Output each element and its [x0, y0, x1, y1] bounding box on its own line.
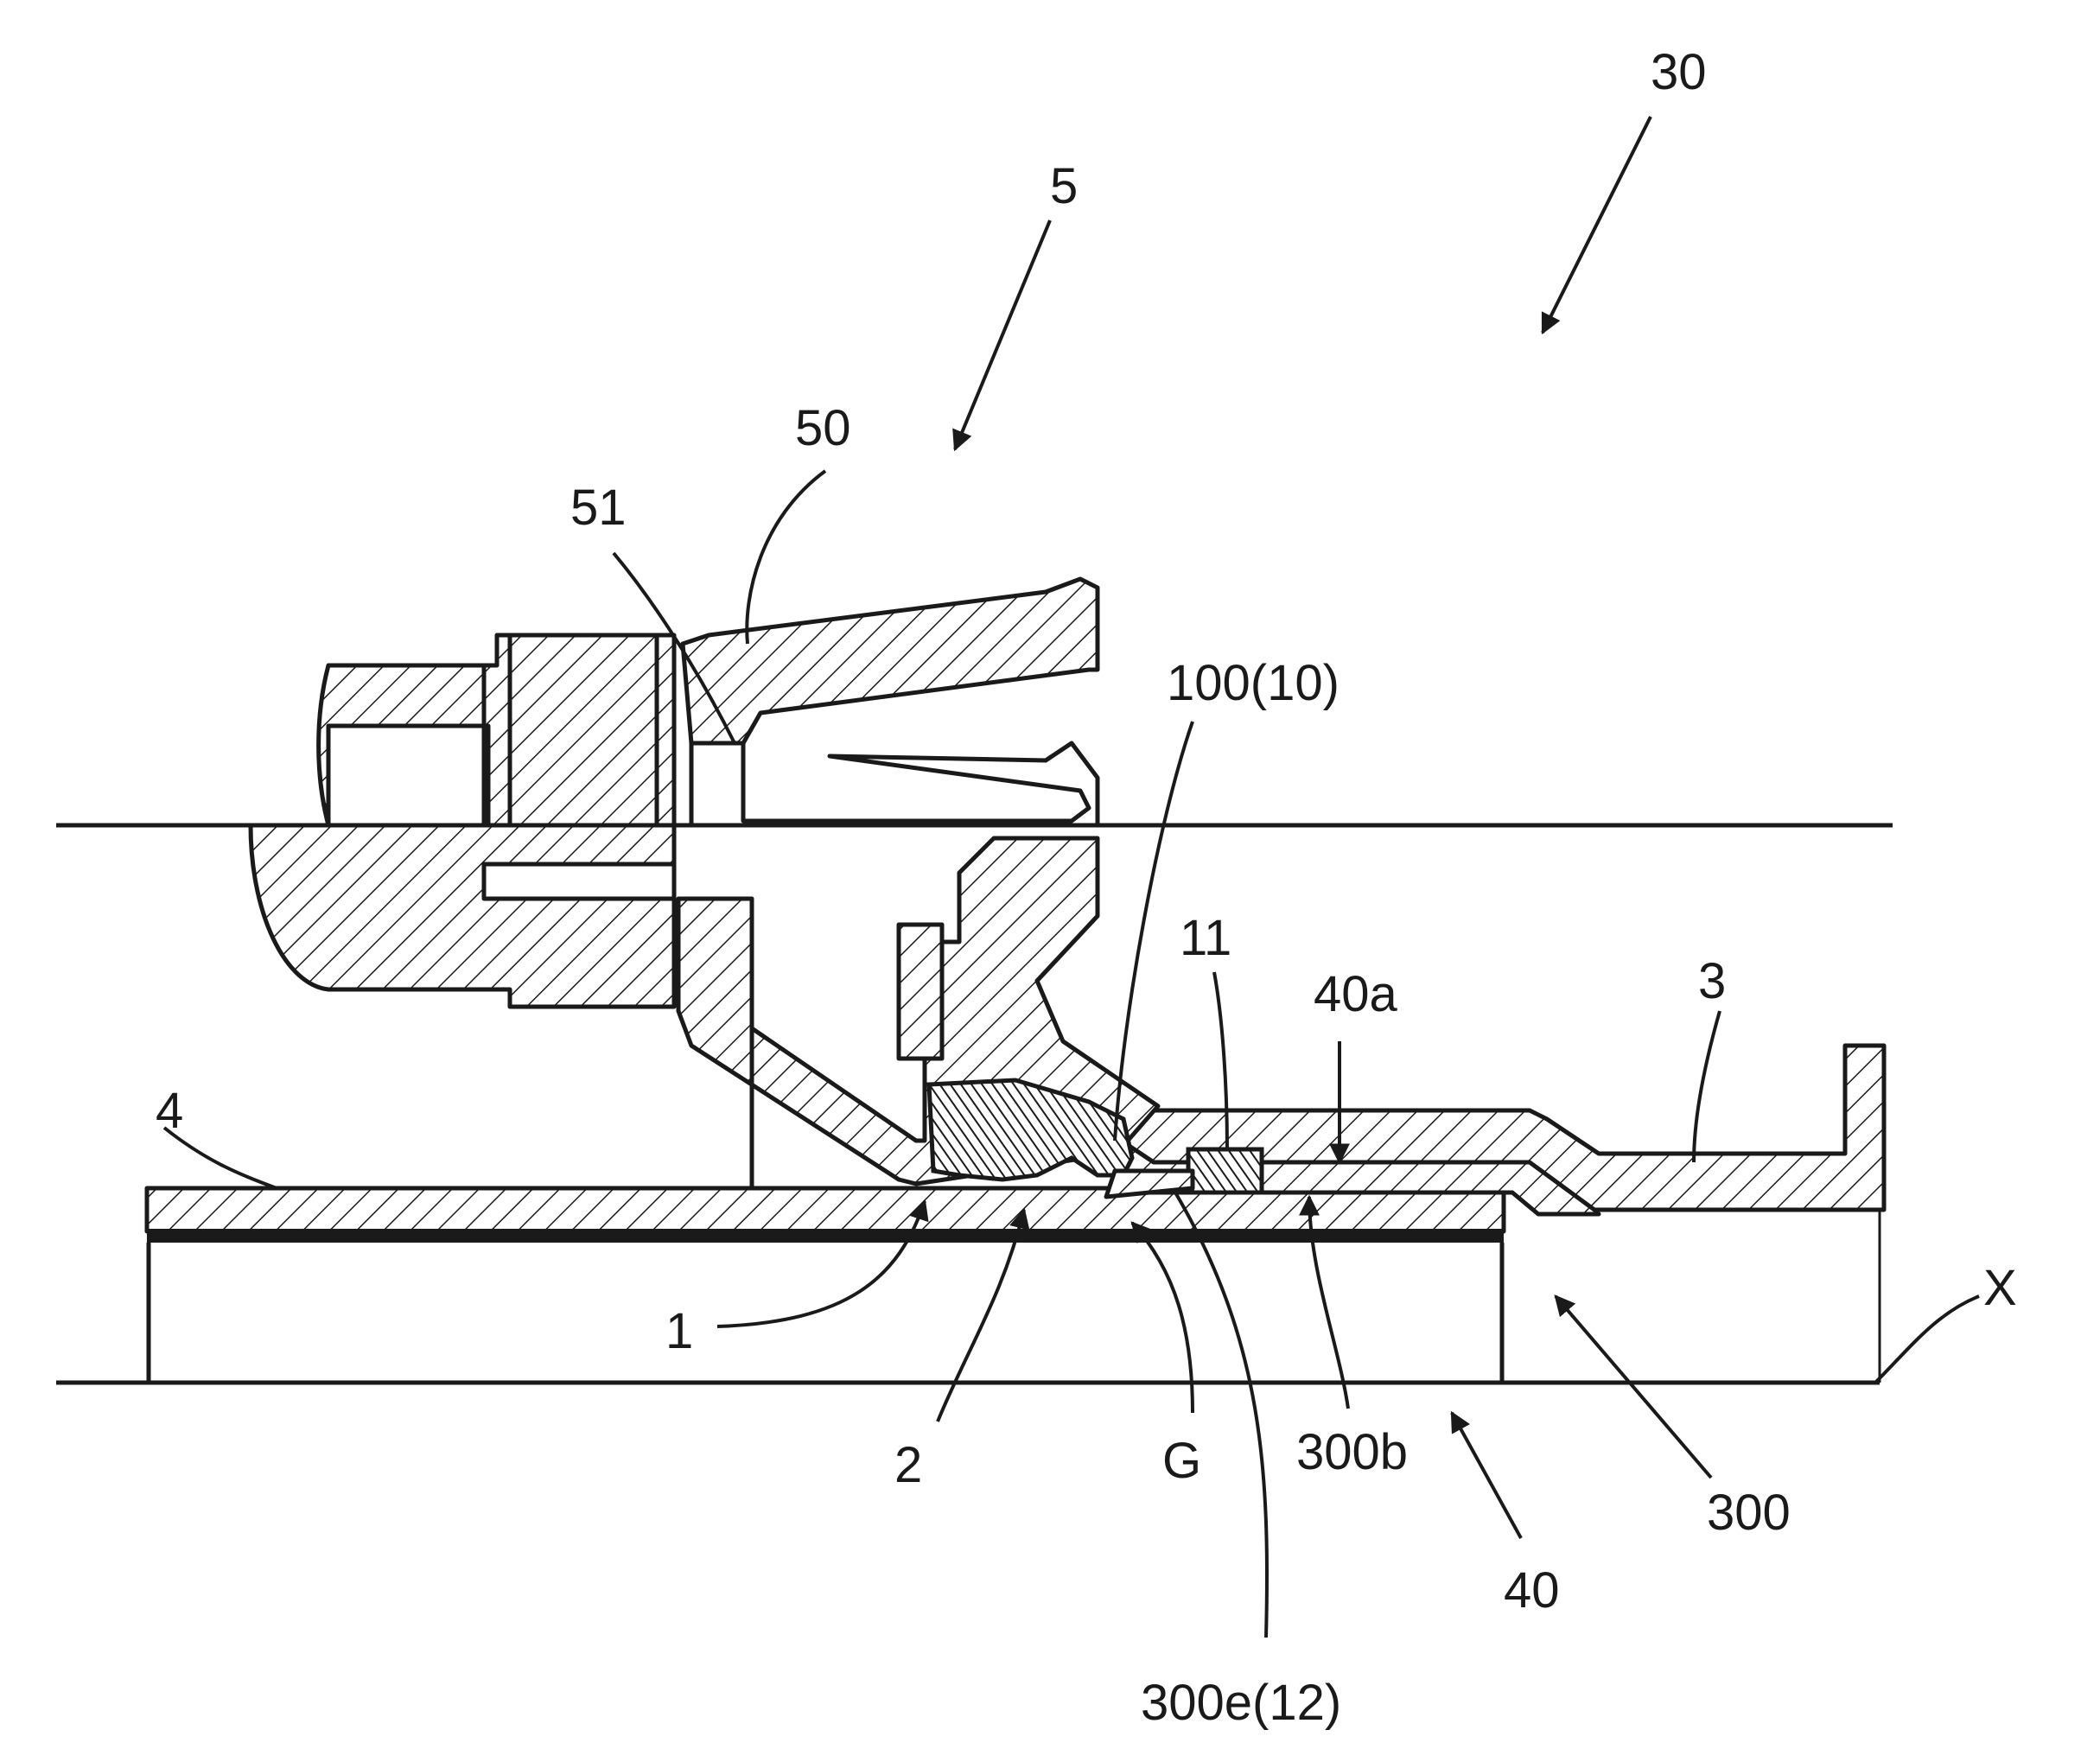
- leader-5: [955, 220, 1050, 449]
- label-40a: 40a: [1314, 966, 1398, 1022]
- label-3: 3: [1698, 953, 1726, 1009]
- label-300e-12: 300e(12): [1141, 1675, 1341, 1731]
- insert-11: [1188, 1149, 1262, 1192]
- leader-300: [1556, 1296, 1711, 1478]
- leader-X: [1875, 1296, 1979, 1383]
- nut-5: [251, 635, 674, 1007]
- leader-40: [1452, 1413, 1521, 1538]
- label-300: 300: [1707, 1485, 1791, 1541]
- ring-50: [683, 579, 1098, 743]
- label-50: 50: [795, 400, 851, 456]
- label-40: 40: [1504, 1562, 1560, 1619]
- label-2: 2: [894, 1437, 922, 1493]
- ring-51: [691, 743, 1098, 825]
- label-51: 51: [570, 480, 627, 536]
- label-G: G: [1162, 1433, 1201, 1489]
- label-4: 4: [156, 1083, 183, 1139]
- label-X: X: [1983, 1260, 2017, 1316]
- leader-3: [1694, 1011, 1720, 1162]
- label-5: 5: [1050, 158, 1078, 214]
- ferrule-inner: [899, 925, 942, 1059]
- label-300b: 300b: [1296, 1424, 1408, 1480]
- leader-300e: [1175, 1192, 1267, 1638]
- label-1: 1: [665, 1303, 693, 1359]
- label-11: 11: [1180, 910, 1231, 966]
- leader-30: [1543, 117, 1651, 333]
- label-100-10: 100(10): [1167, 655, 1340, 711]
- pipe-4: [147, 1188, 1504, 1383]
- label-30: 30: [1651, 44, 1707, 100]
- leader-50: [747, 471, 825, 644]
